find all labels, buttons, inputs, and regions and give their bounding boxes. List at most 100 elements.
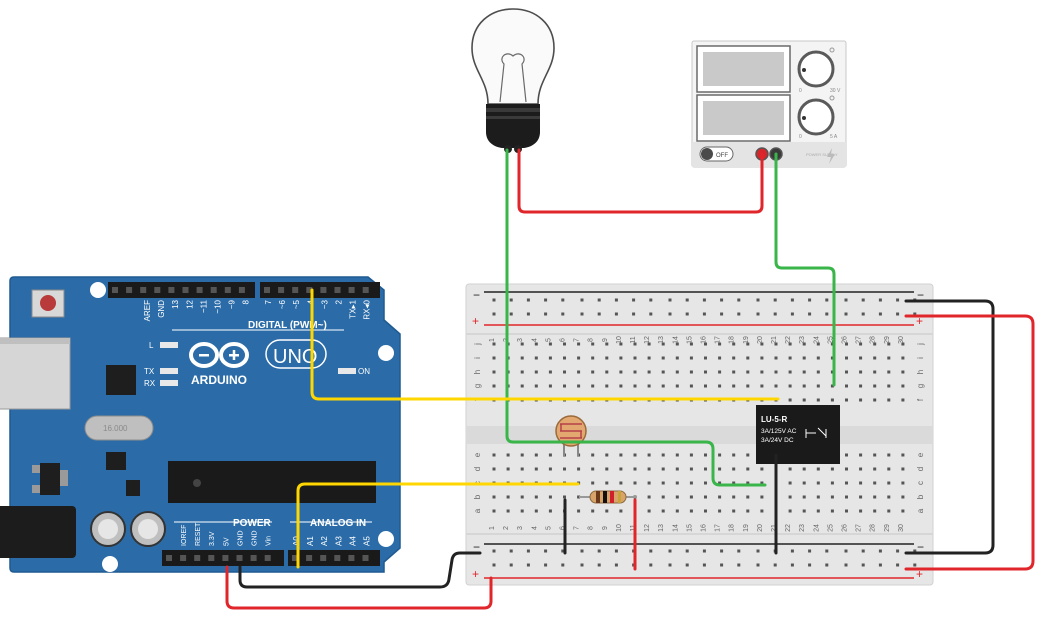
terminal-hole[interactable] (689, 384, 693, 388)
rail-hole[interactable] (844, 298, 848, 302)
terminal-hole[interactable] (830, 342, 834, 346)
terminal-hole[interactable] (746, 370, 750, 374)
terminal-hole[interactable] (675, 370, 679, 374)
terminal-hole[interactable] (619, 370, 623, 374)
rail-hole[interactable] (790, 563, 794, 567)
terminal-hole[interactable] (548, 509, 552, 513)
terminal-hole[interactable] (563, 495, 566, 499)
terminal-hole[interactable] (873, 384, 877, 388)
terminal-hole[interactable] (732, 370, 736, 374)
terminal-hole[interactable] (605, 509, 609, 513)
terminal-hole[interactable] (675, 342, 679, 346)
terminal-hole[interactable] (619, 342, 623, 346)
rail-hole[interactable] (614, 563, 618, 567)
terminal-hole[interactable] (901, 384, 905, 388)
resistor[interactable] (579, 490, 636, 504)
terminal-hole[interactable] (788, 384, 792, 388)
terminal-hole[interactable] (675, 481, 679, 485)
terminal-hole[interactable] (633, 342, 637, 346)
rail-hole[interactable] (808, 563, 812, 567)
rail-hole[interactable] (825, 549, 829, 553)
terminal-hole[interactable] (689, 481, 693, 485)
header-socket[interactable] (222, 555, 229, 561)
terminal-hole[interactable] (704, 370, 707, 374)
terminal-hole[interactable] (816, 481, 820, 485)
rail-hole[interactable] (913, 563, 917, 567)
terminal-hole[interactable] (534, 495, 538, 499)
terminal-hole[interactable] (788, 481, 792, 485)
terminal-hole[interactable] (619, 453, 623, 457)
header-socket[interactable] (292, 287, 299, 293)
relay-module[interactable]: LU-5-R 3A/125V AC 3A/24V DC (756, 405, 840, 464)
terminal-hole[interactable] (718, 342, 722, 346)
terminal-hole[interactable] (901, 398, 905, 402)
terminal-hole[interactable] (859, 356, 863, 360)
terminal-hole[interactable] (492, 453, 496, 457)
terminal-hole[interactable] (534, 370, 538, 374)
terminal-hole[interactable] (647, 384, 651, 388)
terminal-hole[interactable] (605, 481, 609, 485)
rail-hole[interactable] (544, 549, 548, 553)
terminal-hole[interactable] (718, 370, 722, 374)
header-socket[interactable] (362, 555, 369, 561)
terminal-hole[interactable] (873, 342, 877, 346)
terminal-hole[interactable] (689, 453, 693, 457)
terminal-hole[interactable] (859, 342, 863, 346)
rail-hole[interactable] (614, 312, 618, 316)
rail-hole[interactable] (844, 312, 848, 316)
header-socket[interactable] (362, 287, 369, 293)
rail-hole[interactable] (720, 312, 724, 316)
rail-hole[interactable] (720, 563, 724, 567)
rail-hole[interactable] (685, 549, 689, 553)
header-socket[interactable] (264, 555, 271, 561)
rail-hole[interactable] (561, 549, 565, 553)
terminal-hole[interactable] (845, 453, 848, 457)
terminal-hole[interactable] (661, 467, 665, 471)
rail-hole[interactable] (580, 563, 584, 567)
rail-hole[interactable] (861, 312, 865, 316)
rail-hole[interactable] (825, 563, 829, 567)
terminal-hole[interactable] (746, 384, 750, 388)
terminal-hole[interactable] (605, 453, 609, 457)
terminal-hole[interactable] (901, 481, 905, 485)
rail-hole[interactable] (773, 298, 777, 302)
terminal-hole[interactable] (901, 509, 905, 513)
rail-hole[interactable] (756, 312, 760, 316)
analog-header[interactable] (288, 550, 380, 566)
rail-hole[interactable] (649, 549, 653, 553)
photoresistor[interactable] (555, 415, 587, 456)
header-socket[interactable] (208, 555, 215, 561)
terminal-hole[interactable] (746, 453, 750, 457)
rail-hole[interactable] (597, 549, 601, 553)
rail-hole[interactable] (492, 312, 496, 316)
rail-hole[interactable] (756, 563, 760, 567)
terminal-hole[interactable] (845, 509, 848, 513)
terminal-hole[interactable] (647, 481, 651, 485)
terminal-hole[interactable] (774, 342, 778, 346)
terminal-hole[interactable] (619, 481, 623, 485)
terminal-hole[interactable] (859, 398, 863, 402)
terminal-hole[interactable] (887, 398, 891, 402)
terminal-hole[interactable] (661, 495, 665, 499)
rail-hole[interactable] (614, 549, 618, 553)
terminal-hole[interactable] (506, 495, 510, 499)
rail-hole[interactable] (492, 298, 496, 302)
terminal-hole[interactable] (816, 356, 820, 360)
terminal-hole[interactable] (647, 509, 651, 513)
terminal-hole[interactable] (788, 509, 792, 513)
terminal-hole[interactable] (563, 384, 566, 388)
rail-hole[interactable] (790, 549, 794, 553)
rail-hole[interactable] (561, 312, 565, 316)
terminal-hole[interactable] (802, 398, 806, 402)
terminal-hole[interactable] (887, 356, 891, 360)
terminal-hole[interactable] (788, 370, 792, 374)
terminal-hole[interactable] (845, 398, 848, 402)
terminal-hole[interactable] (887, 342, 891, 346)
terminal-hole[interactable] (788, 356, 792, 360)
rail-hole[interactable] (808, 298, 812, 302)
rail-hole[interactable] (632, 312, 636, 316)
rail-hole[interactable] (861, 549, 865, 553)
digital-header-2[interactable] (260, 282, 380, 298)
breadboard[interactable]: − + − + − + − + 112233445566778899101011… (465, 283, 934, 586)
header-socket[interactable] (250, 555, 257, 561)
